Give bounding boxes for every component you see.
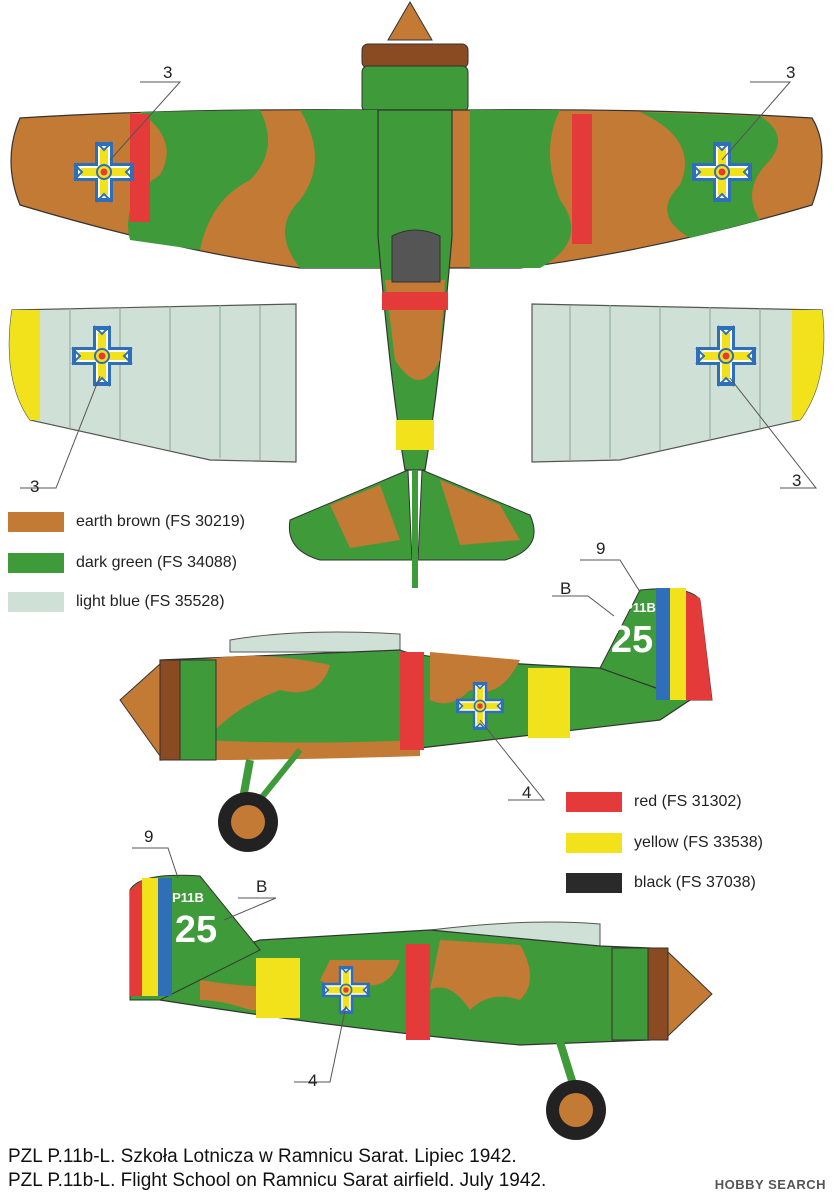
top-view [10,1,823,588]
legend-item-light-blue: light blue (FS 35528) [8,592,225,612]
side-view-lower [129,874,713,1140]
legend-label: yellow (FS 33538) [634,834,763,851]
side-view-upper [119,588,713,852]
callout-left-side-fuselage: 4 [308,1071,317,1090]
legend-item-earth-brown: earth brown (FS 30219) [8,512,245,532]
callout-right-side-fuselage: 4 [522,783,531,802]
swatch-yellow [566,833,622,853]
legend-label: black (FS 37038) [634,874,756,891]
swatch-red [566,792,622,812]
fin-number-upper: 25 [611,619,653,661]
callout-right-side-fin-letter: B [560,579,571,598]
callout-left-side-fin: 9 [144,827,153,846]
legend-label: earth brown (FS 30219) [76,513,245,530]
caption-polish: PZL P.11b-L. Szkoła Lotnicza w Ramnicu S… [8,1146,517,1167]
fin-type-label-upper: P11B [624,600,656,615]
fin-type-label-lower: P11B [172,890,204,905]
callout-top-left-wing: 3 [163,63,172,82]
callout-left-side-fin-letter: B [256,877,267,896]
swatch-earth-brown [8,512,64,532]
legend-item-red: red (FS 31302) [566,792,742,812]
caption-english: PZL P.11b-L. Flight School on Ramnicu Sa… [8,1170,547,1191]
fin-number-lower: 25 [175,909,217,951]
callout-under-right-wing: 3 [792,471,801,490]
legend-item-yellow: yellow (FS 33538) [566,833,763,853]
legend-label: dark green (FS 34088) [76,554,237,571]
watermark-logo: HOBBY SEARCH [714,1177,826,1192]
callout-under-left-wing: 3 [30,477,39,496]
legend-item-black: black (FS 37038) [566,873,756,893]
callout-top-right-wing: 3 [786,63,795,82]
swatch-black [566,873,622,893]
callout-right-side-fin: 9 [596,539,605,558]
swatch-light-blue [8,592,64,612]
swatch-dark-green [8,553,64,573]
callout-leaders [20,81,818,1083]
underside-wings [8,303,825,463]
legend-label: light blue (FS 35528) [76,593,225,610]
legend-label: red (FS 31302) [634,793,742,810]
legend-item-dark-green: dark green (FS 34088) [8,553,237,573]
